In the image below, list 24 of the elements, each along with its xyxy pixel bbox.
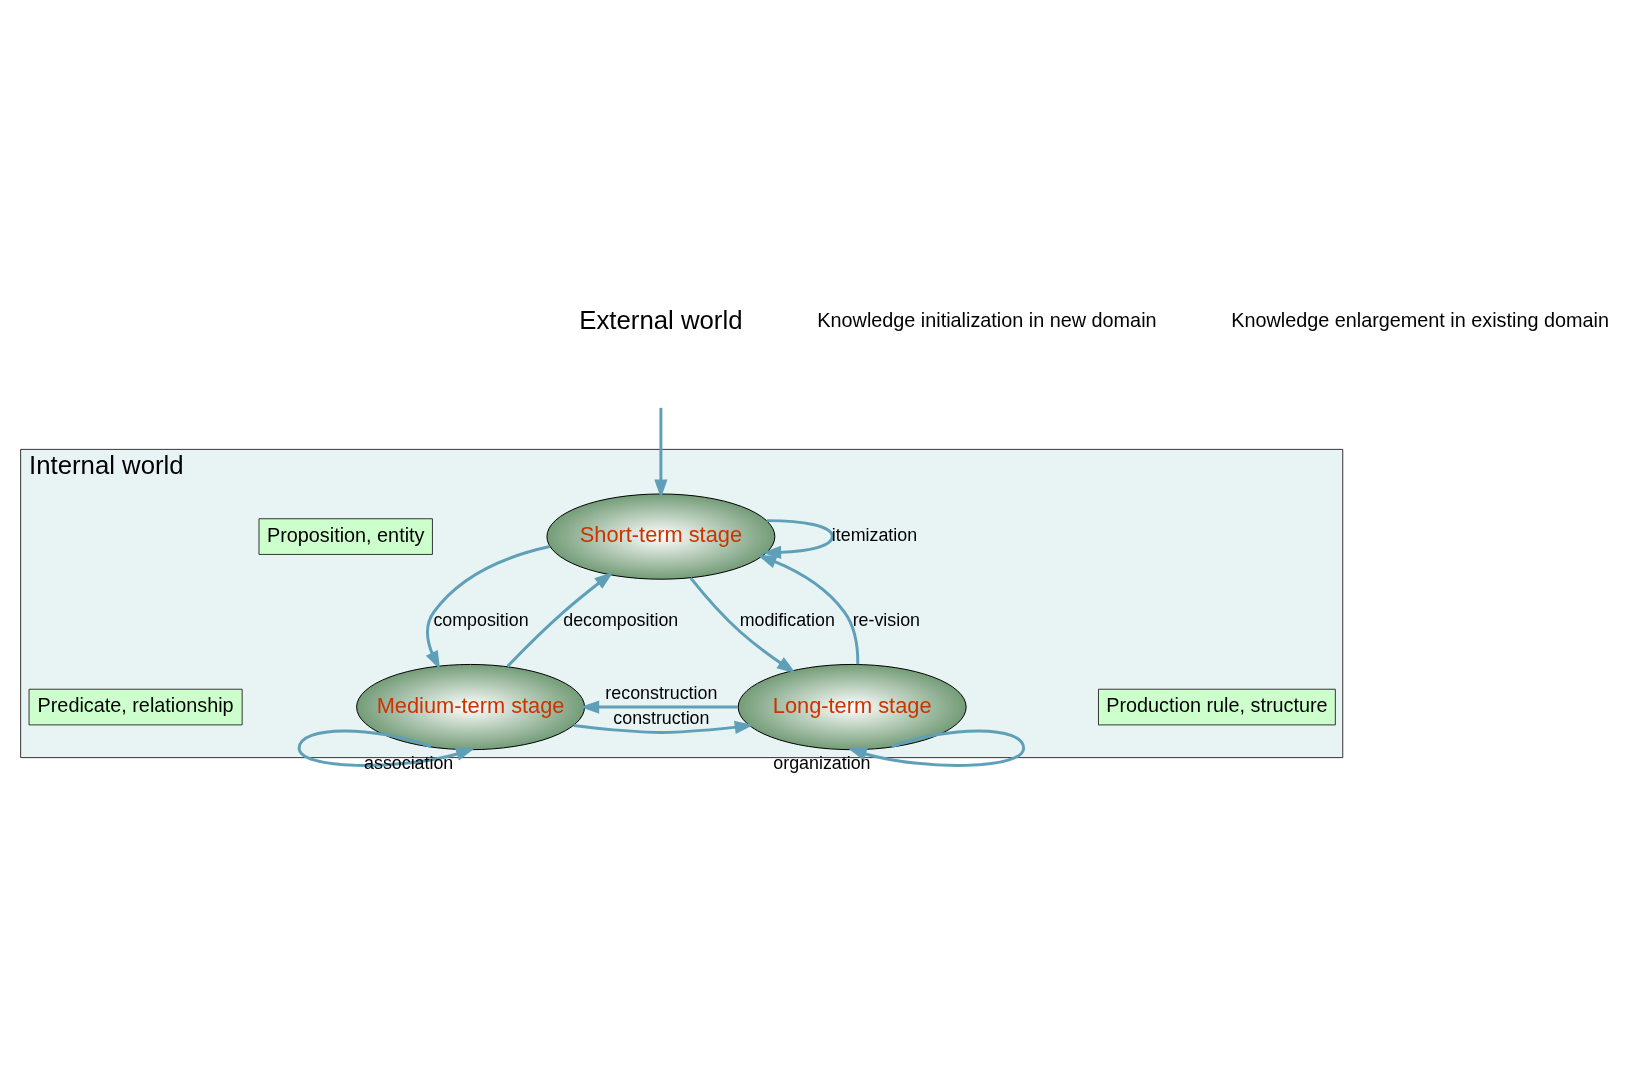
edge-label: decomposition <box>563 609 679 630</box>
node-ellipse: Medium-term stage <box>356 663 586 750</box>
arrow <box>573 720 754 734</box>
arrow <box>689 576 796 673</box>
arrow <box>654 407 668 498</box>
edge-label: composition <box>433 609 529 630</box>
arrow <box>847 728 1026 767</box>
arrow <box>580 699 738 714</box>
label: Knowledge initialization in new domain <box>817 308 1157 331</box>
edge-label: modification <box>739 609 835 630</box>
node-box: Predicate, relationship <box>28 688 243 725</box>
arrow <box>506 571 614 667</box>
node-box: Proposition, entity <box>258 517 433 555</box>
arrow <box>757 554 860 664</box>
edge-label: reconstruction <box>605 682 718 703</box>
label: Knowledge enlargement in existing domain <box>1231 308 1609 331</box>
label: External world <box>579 305 743 334</box>
edge-label: construction <box>613 707 710 728</box>
arrow <box>425 544 551 670</box>
node-ellipse: Long-term stage <box>737 663 967 750</box>
node-box: Production rule, structure <box>1097 688 1336 725</box>
arrow <box>762 518 834 559</box>
edge-label: re-vision <box>852 609 921 630</box>
edge-label: itemization <box>831 524 918 545</box>
